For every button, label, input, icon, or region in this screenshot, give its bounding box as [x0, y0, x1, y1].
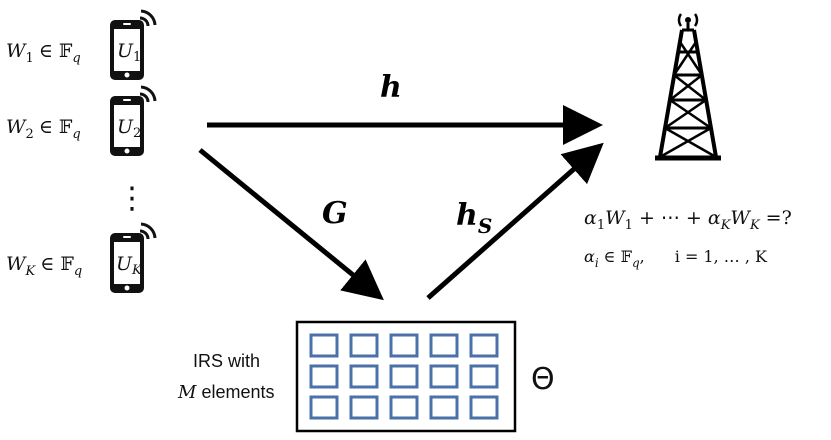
irs-element: [349, 364, 379, 389]
irs-to-bs-arrow: [426, 142, 604, 300]
irs-to-bs-channel-label: hS: [456, 198, 492, 238]
user-k-label: UK: [116, 253, 143, 278]
irs-element-grid: [309, 333, 499, 420]
irs-panel: [295, 320, 517, 433]
irs-element: [389, 333, 419, 358]
irs-label-line-2: M elements: [177, 382, 274, 403]
user-1-row: W1∈ 𝔽q U1: [6, 9, 157, 82]
user-ellipsis: ⋮: [117, 181, 147, 216]
irs-element: [349, 333, 379, 358]
user-2-label: U2: [117, 116, 141, 141]
user-k-message: WK∈ 𝔽q: [6, 253, 82, 279]
user-to-irs-channel-label: G: [322, 196, 348, 231]
irs-label-line-1: IRS with: [193, 351, 260, 371]
user-1-label: U1: [117, 40, 141, 65]
irs-phase-shift-label: Θ: [531, 362, 555, 397]
irs-element: [429, 364, 459, 389]
irs-element: [309, 395, 339, 420]
user-k-row: WK∈ 𝔽q UK: [6, 222, 157, 295]
irs-element: [309, 364, 339, 389]
user-2-message: W2∈ 𝔽q: [6, 116, 81, 142]
bs-target-equation: α1W1+ ⋯ +αKWK=?: [584, 207, 792, 233]
irs-element: [469, 333, 499, 358]
irs-element: [429, 333, 459, 358]
user-to-irs-arrow: [198, 148, 384, 301]
bs-coefficient-domain: αi∈ 𝔽q,i = 1, … , K: [584, 247, 768, 270]
base-station-tower-icon: [655, 13, 721, 161]
user-1-message: W1∈ 𝔽q: [6, 40, 81, 66]
irs-element: [389, 364, 419, 389]
irs-element: [349, 395, 379, 420]
direct-channel-label: h: [380, 70, 402, 105]
irs-element: [389, 395, 419, 420]
irs-element: [469, 364, 499, 389]
irs-element: [429, 395, 459, 420]
irs-element: [309, 333, 339, 358]
user-2-row: W2∈ 𝔽q U2: [6, 85, 157, 158]
irs-element: [469, 395, 499, 420]
